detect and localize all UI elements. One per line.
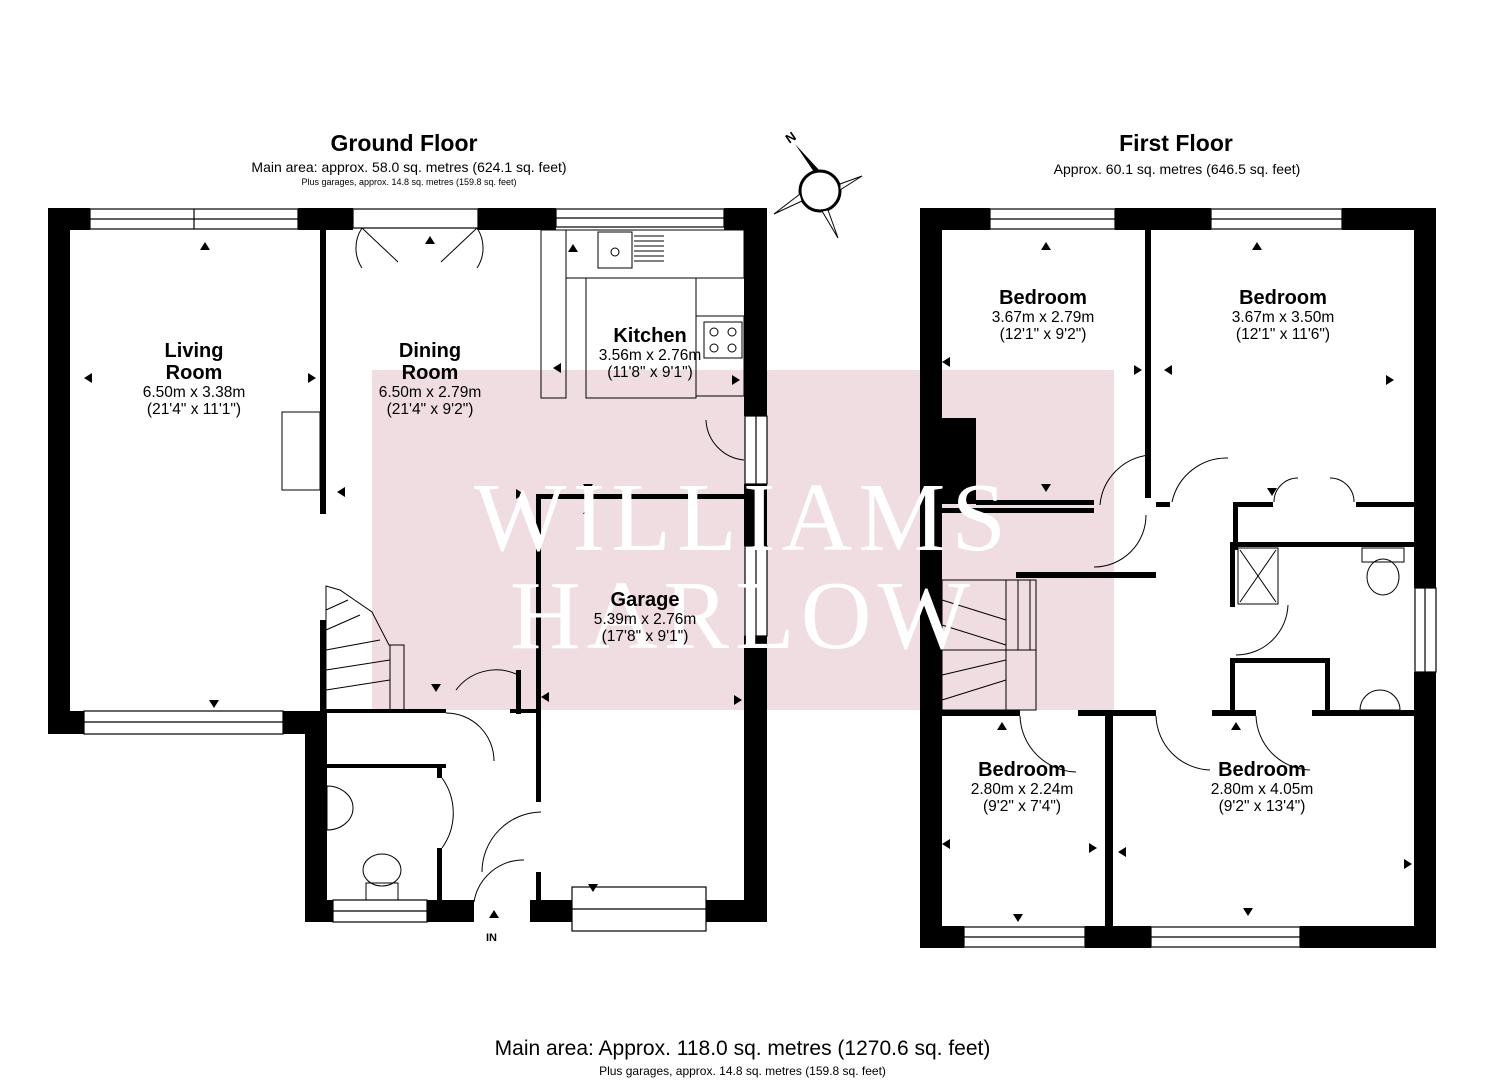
room-bedroom-1: Bedroom 3.67m x 2.79m (12'1" x 9'2"): [963, 287, 1123, 343]
room-metric: 6.50m x 3.38m: [142, 384, 246, 401]
watermark-line-2: HARLOW: [509, 562, 977, 670]
room-name: Bedroom: [1239, 287, 1327, 309]
room-name: Living: [164, 340, 224, 362]
room-name: Bedroom: [999, 287, 1087, 309]
total-garage-area: Plus garages, approx. 14.8 sq. metres (1…: [599, 1064, 886, 1078]
room-name: Dining: [398, 340, 462, 362]
ground-floor-garage-note: Plus garages, approx. 14.8 sq. metres (1…: [301, 177, 517, 187]
room-dining-room: Dining Room 6.50m x 2.79m (21'4" x 9'2"): [340, 340, 520, 418]
room-imperial: (21'4" x 9'2"): [386, 401, 474, 418]
room-imperial: (12'1" x 11'6"): [1235, 326, 1331, 343]
room-garage: Garage 5.39m x 2.76m (17'8" x 9'1"): [560, 589, 730, 645]
room-imperial: (21'4" x 11'1"): [146, 401, 242, 418]
room-imperial: (12'1" x 9'2"): [999, 326, 1087, 343]
room-name: Room: [165, 362, 223, 384]
compass-icon: [773, 144, 863, 239]
room-bedroom-4: Bedroom 2.80m x 4.05m (9'2" x 13'4"): [1182, 759, 1342, 815]
room-imperial: (17'8" x 9'1"): [601, 628, 689, 645]
room-metric: 2.80m x 2.24m: [970, 781, 1074, 798]
room-bedroom-2: Bedroom 3.67m x 3.50m (12'1" x 11'6"): [1203, 287, 1363, 343]
ground-floor-area: Main area: approx. 58.0 sq. metres (624.…: [251, 159, 567, 175]
room-metric: 6.50m x 2.79m: [378, 384, 482, 401]
watermark-line-1: WILLIAMS: [474, 464, 1012, 572]
room-metric: 3.56m x 2.76m: [598, 347, 702, 364]
room-metric: 5.39m x 2.76m: [593, 611, 697, 628]
first-floor-title: First Floor: [1119, 130, 1233, 156]
room-name: Bedroom: [1218, 759, 1306, 781]
ground-floor-title: Ground Floor: [330, 130, 478, 156]
watermark-panel: [372, 370, 1114, 710]
room-metric: 3.67m x 3.50m: [1231, 309, 1335, 326]
total-main-area: Main area: Approx. 118.0 sq. metres (127…: [494, 1037, 991, 1060]
room-name: Garage: [610, 589, 680, 611]
room-metric: 3.67m x 2.79m: [991, 309, 1095, 326]
room-kitchen: Kitchen 3.56m x 2.76m (11'8" x 9'1"): [570, 325, 730, 381]
room-bedroom-3: Bedroom 2.80m x 2.24m (9'2" x 7'4"): [942, 759, 1102, 815]
entrance-label: IN: [486, 932, 497, 944]
room-imperial: (9'2" x 13'4"): [1218, 798, 1306, 815]
room-imperial: (9'2" x 7'4"): [982, 798, 1062, 815]
room-metric: 2.80m x 4.05m: [1210, 781, 1314, 798]
room-imperial: (11'8" x 9'1"): [607, 364, 693, 381]
room-living-room: Living Room 6.50m x 3.38m (21'4" x 11'1"…: [104, 340, 284, 418]
first-floor-area: Approx. 60.1 sq. metres (646.5 sq. feet): [1053, 161, 1301, 177]
room-name: Room: [401, 362, 459, 384]
room-name: Kitchen: [613, 325, 687, 347]
room-name: Bedroom: [978, 759, 1066, 781]
